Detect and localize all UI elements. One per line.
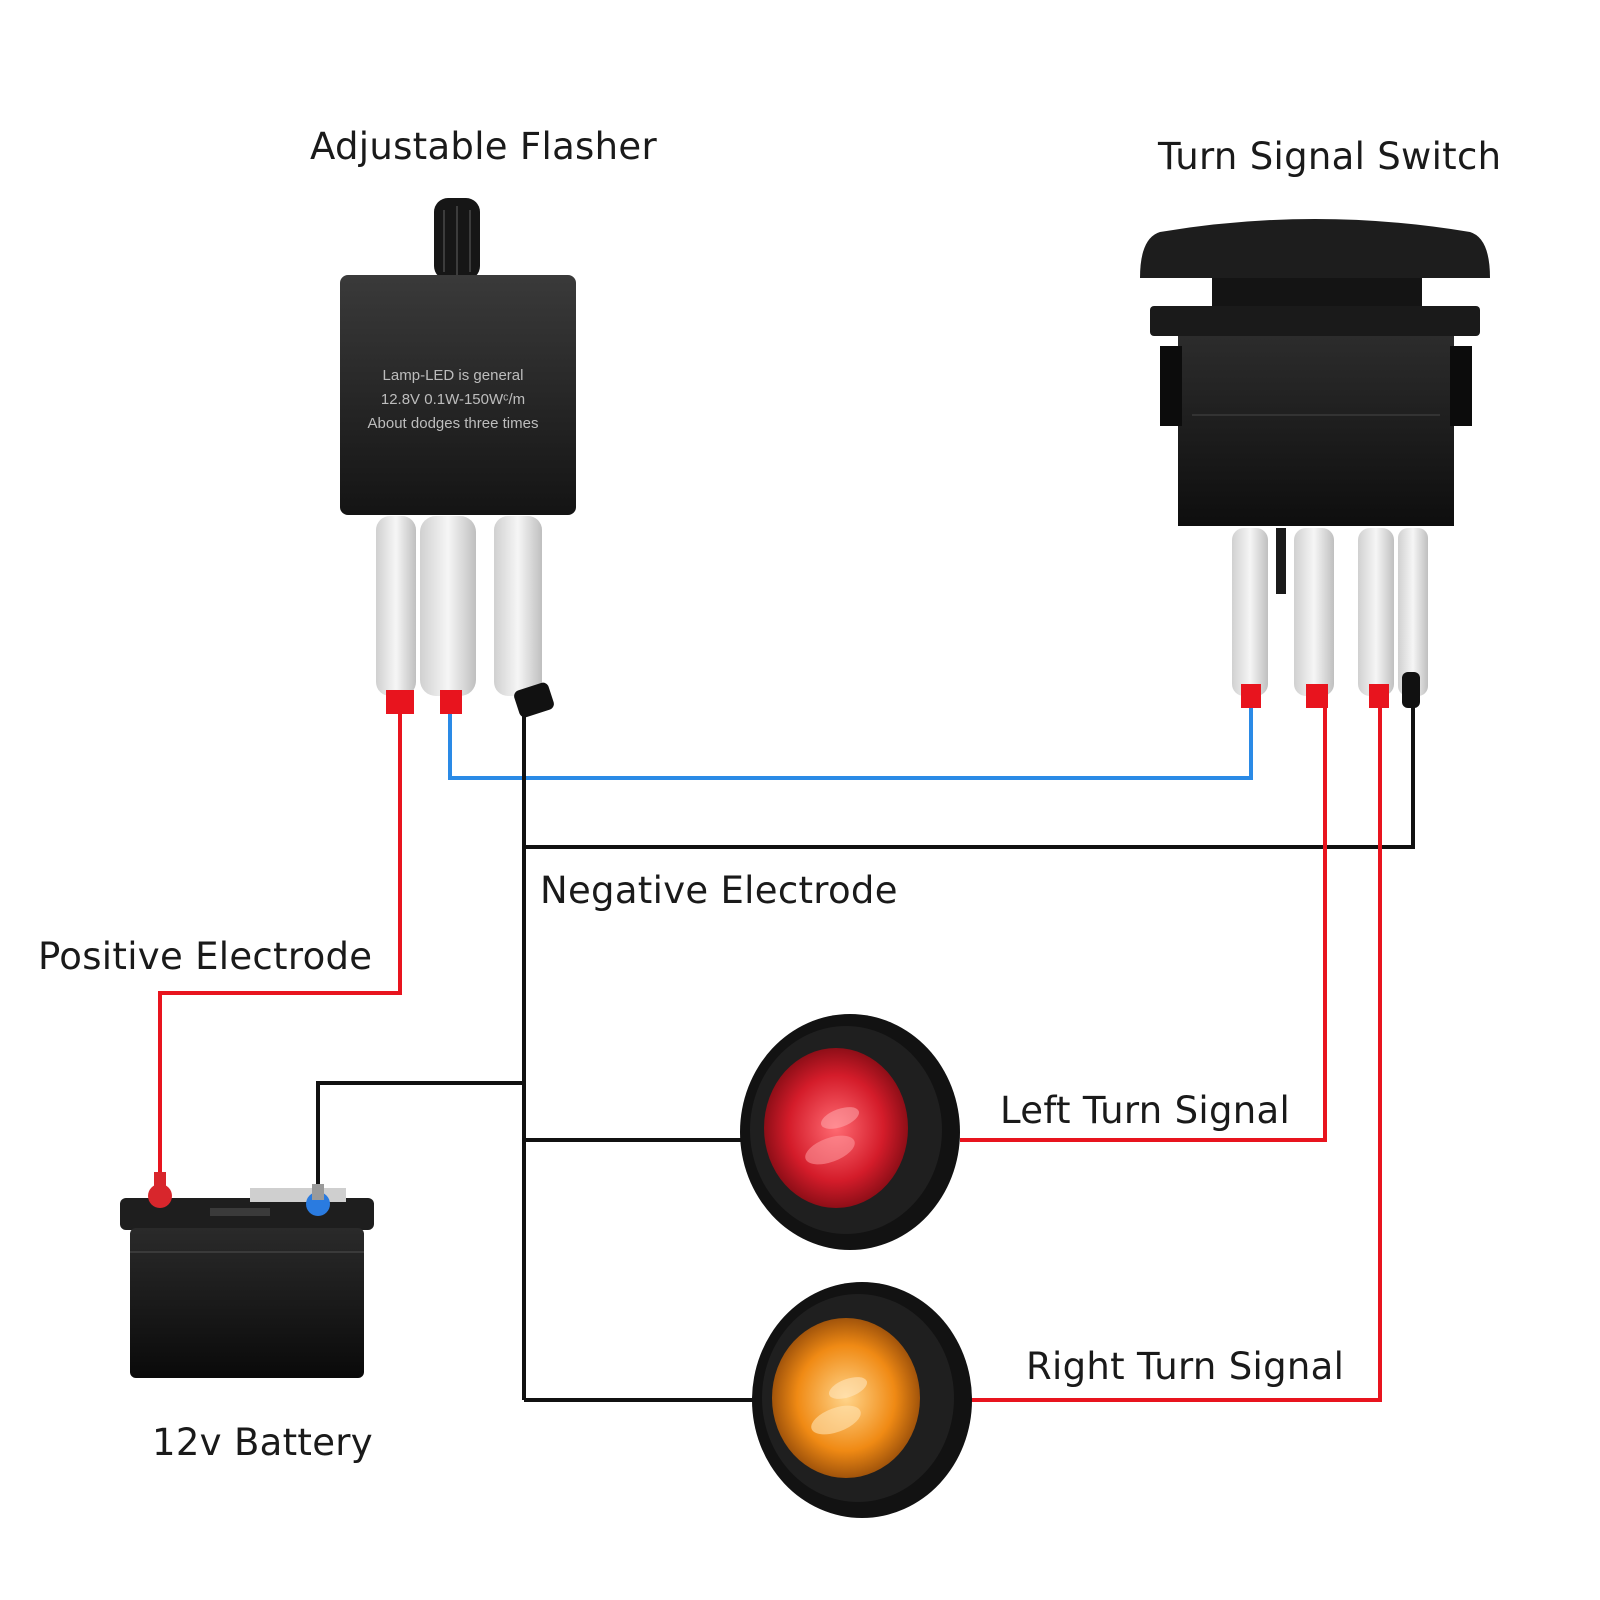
- right-signal-wire: [970, 700, 1382, 1402]
- flasher-print-line-2: 12.8V 0.1W-150Wᶜ/m: [381, 391, 525, 408]
- flasher-unit: Lamp-LED is general 12.8V 0.1W-150Wᶜ/m A…: [340, 198, 576, 718]
- switch-terminal-2: [1294, 528, 1334, 708]
- left-turn-signal-label: Left Turn Signal: [1000, 1089, 1291, 1132]
- turn-signal-switch: [1140, 219, 1490, 708]
- right-lamp-lens: [772, 1318, 920, 1478]
- flasher-print-line-1: Lamp-LED is general: [383, 367, 524, 384]
- negative-wire-battery: [316, 1081, 524, 1190]
- switch-label: Turn Signal Switch: [1158, 135, 1502, 178]
- flasher-terminal-signal: [420, 516, 476, 714]
- left-turn-lamp: [740, 1014, 960, 1250]
- flasher-body: [340, 275, 576, 515]
- battery-case: [130, 1228, 364, 1378]
- battery-label: 12v Battery: [152, 1421, 373, 1464]
- flasher-label: Adjustable Flasher: [310, 125, 657, 168]
- switch-bezel: [1150, 306, 1480, 336]
- flasher-print-line-3: About dodges three times: [368, 415, 539, 432]
- positive-wire-battery: [158, 700, 402, 1180]
- right-turn-lamp: [752, 1282, 972, 1518]
- switch-rocker: [1140, 219, 1490, 278]
- switch-body: [1178, 336, 1454, 526]
- switch-terminal-4: [1398, 528, 1428, 708]
- flasher-terminal-ground: [494, 516, 554, 718]
- switch-terminal-3: [1358, 528, 1394, 708]
- battery: [120, 1172, 374, 1378]
- right-turn-signal-label: Right Turn Signal: [1026, 1345, 1345, 1388]
- negative-electrode-label: Negative Electrode: [540, 869, 898, 912]
- left-signal-wire: [960, 700, 1327, 1142]
- switch-terminal-1: [1232, 528, 1268, 708]
- wires: [158, 700, 1415, 1402]
- negative-wire-switch: [524, 700, 1415, 849]
- signal-wire-flasher-to-switch: [448, 700, 1253, 780]
- flasher-terminal-positive: [376, 516, 416, 714]
- positive-electrode-label: Positive Electrode: [38, 935, 373, 978]
